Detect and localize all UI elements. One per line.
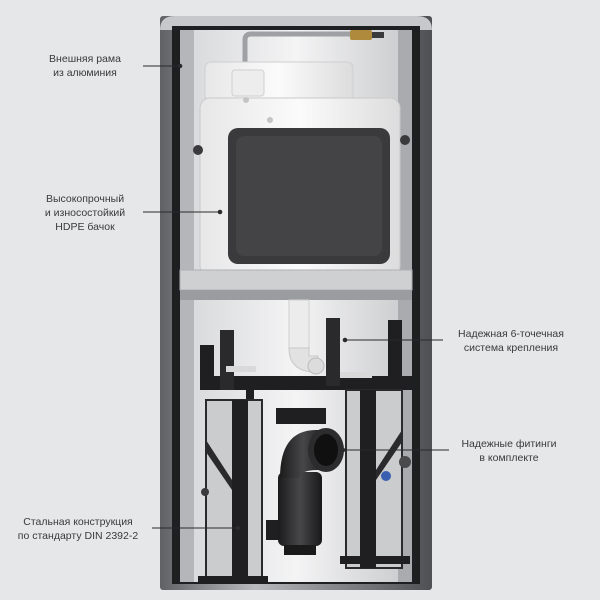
callout-mount-line2: система крепления [463,342,559,354]
callout-frame-line2: из алюминия [53,67,117,79]
callout-tank-line3: HDPE бачок [55,221,115,233]
callout-steel-line1: Стальная конструкция [23,516,133,528]
cistern-shelf [179,269,413,291]
callout-dot-steel [235,525,241,531]
callout-steel-line2: по стандарту DIN 2392-2 [17,530,139,542]
callout-tank: Высокопрочный и износостойкий HDPE бачок [30,192,140,234]
callout-fittings-line2: в комплекте [479,452,539,464]
callout-dot-tank [217,209,223,215]
callout-tank-line2: и износостойкий [44,207,126,219]
callout-frame-line1: Внешняя рама [49,53,121,65]
callout-tank-line1: Высокопрочный [45,193,125,205]
callout-steel: Стальная конструкция по стандарту DIN 23… [4,515,152,543]
callout-lines [143,63,449,531]
callout-fittings-line1: Надежные фитинги [461,438,557,450]
cistern-drain-pipe [288,299,325,375]
frame-bolts [193,135,411,496]
drain-fittings [266,408,344,555]
callout-dot-frame [177,63,183,69]
callout-mount: Надежная 6-точечная система крепления [445,327,577,355]
shelf-shadow [180,290,412,300]
water-inlet-pipe [242,30,384,62]
callout-fittings: Надежные фитинги в комплекте [450,437,568,465]
callout-dot-mount [342,337,348,343]
callout-mount-line1: Надежная 6-точечная [458,328,564,340]
steel-legs [198,389,410,584]
callout-dot-fittings [340,447,346,453]
callout-frame: Внешняя рама из алюминия [30,52,140,80]
flush-panel [228,128,390,264]
